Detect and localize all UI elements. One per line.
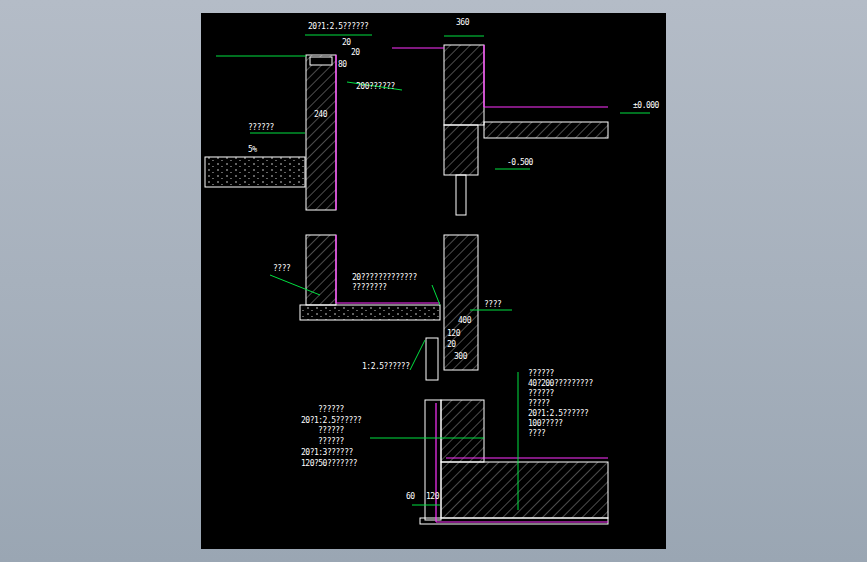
level-label: ±0.000	[633, 101, 659, 110]
dimension-label: 300	[454, 352, 467, 361]
slope-label: 5%	[248, 145, 257, 154]
note-label: 40?200?????????	[528, 379, 593, 388]
note-label: ????	[528, 429, 545, 438]
note-label: 20?????????????	[352, 273, 417, 282]
dimension-label: 120	[426, 492, 439, 501]
note-label: ????????	[352, 283, 387, 292]
drawing-area	[201, 13, 666, 549]
note-label: ??????	[318, 437, 344, 446]
dimension-label: 20	[342, 38, 351, 47]
dimension-label: 80	[338, 60, 347, 69]
dimension-label: 120	[447, 329, 460, 338]
note-label: 100?????	[528, 419, 563, 428]
note-label: ??????	[318, 405, 344, 414]
level-label: -0.500	[507, 158, 533, 167]
dimension-label: 60	[406, 492, 415, 501]
leader-lines	[216, 35, 650, 510]
dimension-label: 20	[447, 340, 456, 349]
note-label: 20?1:2.5??????	[308, 22, 368, 31]
dimension-label: 360	[456, 18, 469, 27]
note-label: 120?50???????	[301, 459, 357, 468]
note-label: ??????	[528, 389, 554, 398]
note-label: ??????	[528, 369, 554, 378]
note-label: ????	[273, 264, 290, 273]
dimension-label: 20	[351, 48, 360, 57]
waterproof-lines	[336, 45, 608, 522]
note-label: 20?1:3??????	[301, 448, 353, 457]
note-label: 1:2.5??????	[362, 362, 409, 371]
note-label: ??????	[248, 123, 274, 132]
note-label: 20?1:2.5??????	[528, 409, 588, 418]
note-label: ????	[484, 300, 501, 309]
dimension-label: 400	[458, 316, 471, 325]
dimension-label: 240	[314, 110, 327, 119]
note-label: 20?1:2.5??????	[301, 416, 361, 425]
walls	[205, 45, 608, 524]
note-label: 200??????	[356, 82, 395, 91]
note-label: ??????	[318, 426, 344, 435]
note-label: ?????	[528, 399, 550, 408]
